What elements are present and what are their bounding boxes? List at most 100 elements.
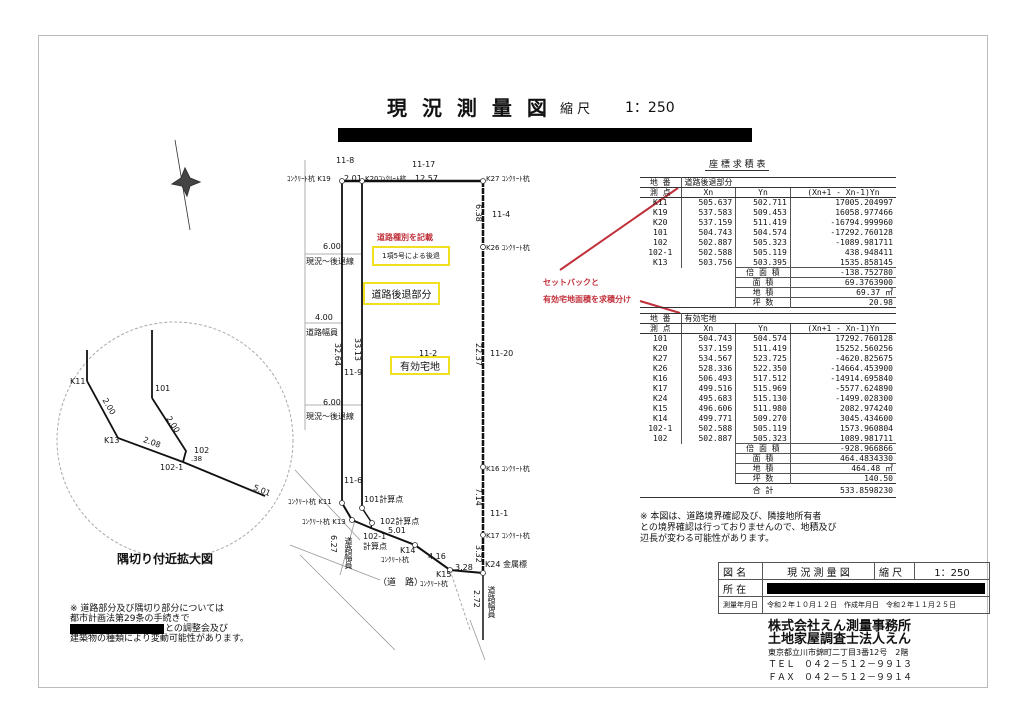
- setback-box: 道路後退部分: [363, 282, 440, 305]
- plot-label: ｺﾝｸﾘｰﾄ杭: [381, 556, 409, 564]
- table-cell: 509.453: [735, 207, 791, 218]
- plot-label: 計算点: [363, 542, 387, 551]
- table-cell: (Xn+1 - Xn-1)Yn: [789, 187, 896, 198]
- table-cell: -928.966866: [789, 443, 896, 454]
- note-line: との境界確認は行っておりませんので、地積及び: [640, 523, 837, 533]
- table-title: 座 標 求 積 表: [705, 157, 770, 171]
- dimension-lines: [289, 160, 486, 661]
- dates: 令和２年１０月１２日 作成年月日 令和２年１１月２５日: [762, 596, 990, 614]
- table-cell: 506.493: [680, 373, 736, 384]
- redacted-address: [338, 128, 752, 142]
- plot-label: 102計算点: [380, 517, 420, 526]
- table-cell: 505.119: [735, 247, 791, 258]
- created-label: 作成年月日: [844, 601, 879, 609]
- table-cell: 面 積: [735, 453, 791, 464]
- table-cell: 504.574: [735, 227, 791, 238]
- note-line: との調整会及び: [165, 624, 228, 634]
- table-cell: 537.159: [680, 217, 736, 228]
- table-cell: 3045.434600: [789, 413, 896, 424]
- survey-date-label: 測量年月日: [718, 596, 763, 614]
- plot-label: 4.16: [428, 552, 446, 561]
- table-cell: 140.50: [789, 473, 896, 484]
- table-cell: 17292.760128: [789, 333, 896, 344]
- plot-label: 2.01: [344, 174, 362, 183]
- plot-label: 現況～後退線: [306, 412, 354, 421]
- table-cell: 坪 数: [735, 473, 791, 484]
- plot-label: K24 金属標: [485, 560, 527, 569]
- table-cell: K24: [653, 394, 668, 403]
- note-right: ※ 本図は、道路境界確認及び、隣接地所有者 との境界確認は行っておりませんので、…: [640, 512, 837, 545]
- table-cell: 101: [653, 334, 668, 344]
- detail-label: K13: [104, 436, 120, 445]
- table-cell: 道路後退部分: [680, 177, 896, 188]
- plot-label: K26 ｺﾝｸﾘｰﾄ杭: [486, 244, 530, 252]
- plot-label: K14: [400, 546, 416, 555]
- note-line: 辺長が変わる可能性があります。: [640, 534, 775, 544]
- table-cell: 倍 面 積: [735, 267, 791, 278]
- table-cell: 1535.858145: [789, 257, 896, 268]
- plot-label: 7.14: [474, 488, 483, 506]
- table-cell: 503.395: [735, 257, 791, 268]
- detail-title: 隅切り付近拡大図: [117, 552, 214, 566]
- table-cell: 102: [653, 238, 668, 247]
- plot-label: ｺﾝｸﾘｰﾄ杭 K13: [302, 518, 346, 526]
- table-cell: 464.48 ㎡: [789, 463, 896, 474]
- plot-label: 現況～後退線: [306, 257, 354, 266]
- plot-label: 11-1: [490, 509, 509, 518]
- plot-label: 32.64: [333, 343, 342, 366]
- table-cell: 102-1: [648, 248, 673, 257]
- table-cell: 523.725: [735, 353, 791, 364]
- table-cell: K20: [653, 344, 668, 353]
- table-cell: Yn: [735, 187, 791, 198]
- table-cell: K20: [653, 218, 668, 227]
- table-cell: K15: [653, 404, 668, 413]
- company-fax: ＦＡＸ ０４２－５１２－９９１４: [768, 673, 913, 683]
- table-cell: 有効宅地: [680, 313, 896, 324]
- plot-label: ｺﾝｸﾘｰﾄ杭 K19: [287, 175, 331, 183]
- north-arrow-icon: [170, 139, 202, 231]
- table-cell: 101: [653, 228, 668, 237]
- detail-label: 102-1: [160, 463, 184, 472]
- table-cell: K13: [653, 258, 668, 267]
- plot-label: 101計算点: [364, 495, 404, 504]
- table-cell: 502.887: [680, 237, 736, 248]
- plot-label: 33.13: [353, 338, 362, 361]
- plot-label: ｺﾝｸﾘｰﾄ杭: [420, 580, 448, 588]
- table-cell: 69.37 ㎡: [789, 287, 896, 298]
- table-cell: -1499.028300: [789, 393, 896, 404]
- table-cell: 533.8598230: [790, 483, 896, 498]
- plot-label: 6.00: [323, 398, 341, 407]
- table-cell: Xn: [680, 187, 736, 198]
- table-cell: 20.98: [789, 297, 896, 308]
- area-row: 倍 面 積-138.752780: [640, 267, 896, 278]
- table-cell: 438.948411: [789, 247, 896, 258]
- table-cell: 1089.981711: [789, 433, 896, 444]
- table-cell: 499.516: [680, 383, 736, 394]
- plot-label: 2.72: [472, 590, 481, 608]
- plot-label: 3.32: [474, 545, 483, 563]
- table-cell: 地 積: [735, 287, 791, 298]
- table-cell: 496.606: [680, 403, 736, 414]
- table-cell: K11: [653, 198, 668, 208]
- setback-annotation: セットバックと: [543, 278, 599, 287]
- table-cell: 1573.960804: [789, 423, 896, 434]
- note-left: ※ 道路部分及び隅切り部分については 都市計画法第29条の手続きで との調整会及…: [70, 604, 249, 644]
- table-cell: 倍 面 積: [735, 443, 791, 454]
- table-cell: 509.270: [735, 413, 791, 424]
- company-tel: ＴＥＬ ０４２－５１２－９９１３: [768, 660, 913, 670]
- table-cell: 2082.974240: [789, 403, 896, 414]
